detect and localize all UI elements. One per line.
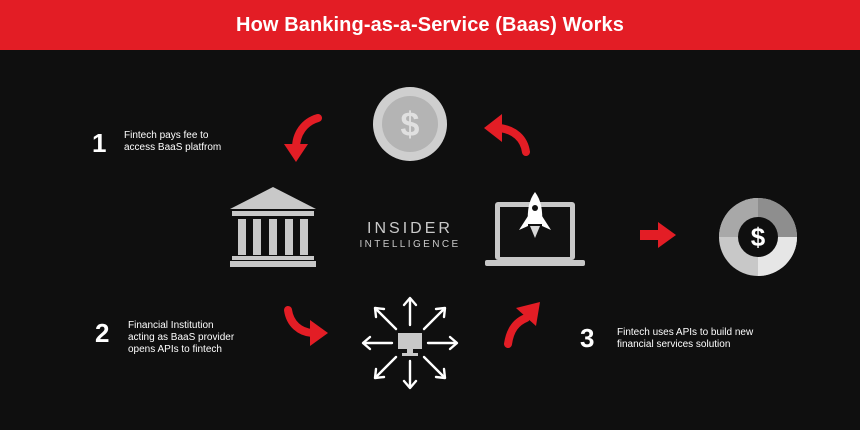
step-3-text-line: financial services solution: [617, 339, 731, 350]
arrow-up-left-icon: [484, 114, 530, 156]
step-3-text: Fintech uses APIs to build new financial…: [617, 327, 753, 351]
step-2-text-line: acting as BaaS provider: [128, 332, 235, 343]
page-title: How Banking-as-a-Service (Baas) Works: [236, 13, 624, 36]
step-2-text-line: opens APIs to fintech: [128, 344, 222, 355]
dollar-chart-icon: $: [719, 198, 797, 276]
step-1-text-line: access BaaS platfrom: [124, 142, 222, 153]
header-banner: How Banking-as-a-Service (Baas) Works: [0, 0, 860, 50]
dollar-coin-icon: $: [373, 87, 447, 161]
step-2-number: 2: [95, 318, 110, 348]
arrow-up-right-icon: [504, 302, 540, 348]
step-3-number: 3: [580, 323, 595, 353]
brand-name: INSIDER: [367, 220, 453, 237]
diagram-canvas: 1 Fintech pays fee to access BaaS platfr…: [0, 50, 860, 430]
arrow-down-right-icon: [284, 306, 328, 346]
coin-symbol: $: [401, 106, 420, 144]
step-1-text: Fintech pays fee to access BaaS platfrom: [124, 130, 221, 154]
brand-subtitle: INTELLIGENCE: [359, 239, 461, 250]
result-coin-symbol: $: [751, 222, 766, 252]
arrow-right-icon: [640, 222, 676, 248]
step-1-number: 1: [92, 128, 107, 158]
step-2-text-line: Financial Institution: [128, 320, 214, 331]
api-network-icon: [361, 296, 459, 390]
step-2-text: Financial Institution acting as BaaS pro…: [128, 320, 234, 356]
bank-building-icon: [230, 187, 316, 267]
arrow-down-left-icon: [284, 114, 322, 162]
step-3-text-line: Fintech uses APIs to build new: [617, 327, 754, 338]
laptop-rocket-icon: [485, 192, 585, 266]
step-1-text-line: Fintech pays fee to: [124, 130, 209, 141]
